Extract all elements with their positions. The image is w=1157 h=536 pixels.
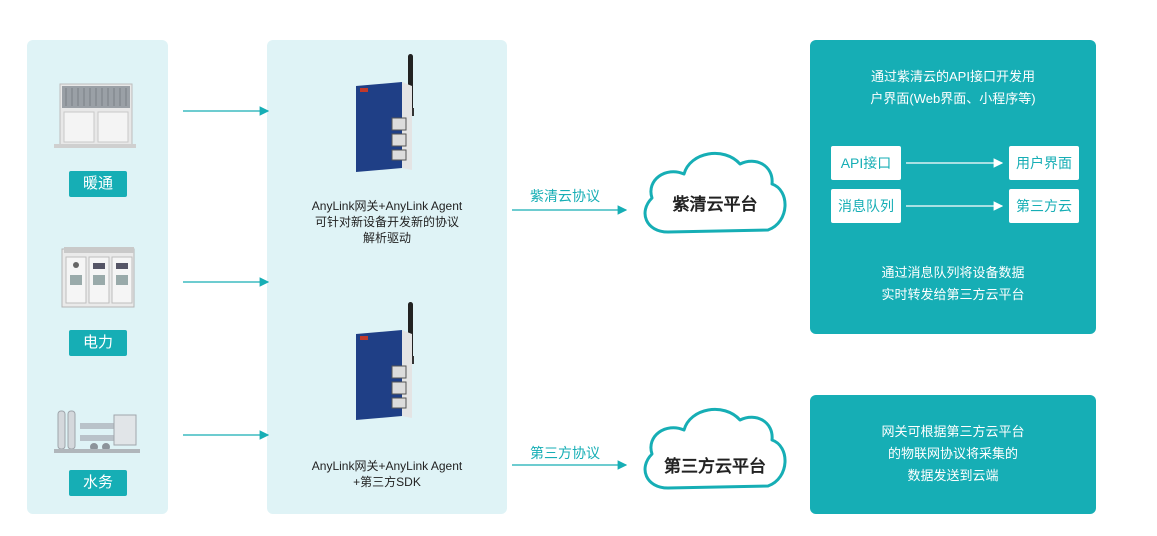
- device-label-power: 电力: [69, 330, 127, 356]
- gateway-desc-line: AnyLink网关+AnyLink Agent: [311, 459, 463, 473]
- protocol-label-thirdparty: 第三方协议: [530, 445, 600, 461]
- gateway-desc-2: AnyLink网关+AnyLink Agent +第三方SDK: [267, 458, 507, 490]
- gateway-desc-line: +第三方SDK: [353, 475, 421, 489]
- gateway-desc-line: 可针对新设备开发新的协议: [314, 215, 459, 229]
- gateway-desc-1: AnyLink网关+AnyLink Agent 可针对新设备开发新的协议 解析驱…: [267, 198, 507, 246]
- api-panel: [810, 40, 1096, 334]
- thirdparty-panel-desc-line: 网关可根据第三方云平台: [881, 424, 1025, 439]
- device-label-hvac: 暖通: [69, 171, 127, 197]
- gateway-device-icon: [356, 54, 414, 172]
- third-party-cloud-box: 第三方云: [1009, 189, 1079, 223]
- api-panel-desc-line: 户界面(Web界面、小程序等): [870, 91, 1036, 106]
- cloud-shape-thirdparty: [643, 407, 787, 490]
- power-cabinet-icon: [61, 247, 135, 308]
- gateway-device-icon: [356, 302, 414, 420]
- water-treatment-icon: [54, 410, 140, 453]
- message-queue-box: 消息队列: [831, 189, 901, 223]
- api-panel-desc-line: 通过紫清云的API接口开发用: [871, 69, 1035, 84]
- cloud-label-thirdparty: 第三方云平台: [664, 457, 766, 476]
- api-panel-footer-line: 通过消息队列将设备数据: [881, 265, 1025, 280]
- api-panel-desc: 通过紫清云的API接口开发用 户界面(Web界面、小程序等): [810, 66, 1096, 110]
- thirdparty-panel-desc-line: 数据发送到云端: [907, 468, 999, 483]
- gateway-desc-line: 解析驱动: [362, 231, 411, 245]
- api-panel-footer-line: 实时转发给第三方云平台: [881, 287, 1025, 302]
- hvac-unit-icon: [54, 83, 136, 148]
- device-label-water: 水务: [69, 470, 127, 496]
- protocol-label-zqy: 紫清云协议: [530, 188, 600, 204]
- user-interface-box: 用户界面: [1009, 146, 1079, 180]
- api-panel-footer: 通过消息队列将设备数据 实时转发给第三方云平台: [810, 262, 1096, 306]
- cloud-label-zqy: 紫清云平台: [672, 195, 758, 214]
- gateway-desc-line: AnyLink网关+AnyLink Agent: [311, 199, 463, 213]
- cloud-shape-zqy: [643, 151, 787, 234]
- thirdparty-panel-desc-line: 的物联网协议将采集的: [887, 446, 1018, 461]
- thirdparty-panel: [810, 395, 1096, 514]
- thirdparty-panel-desc: 网关可根据第三方云平台 的物联网协议将采集的 数据发送到云端: [810, 421, 1096, 487]
- api-interface-box: API接口: [831, 146, 901, 180]
